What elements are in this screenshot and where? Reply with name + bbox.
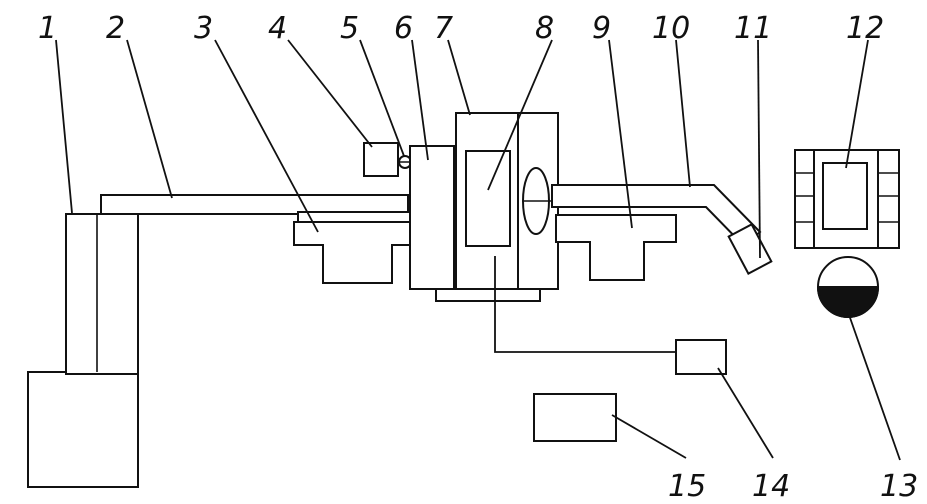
label-2: 2	[106, 11, 125, 46]
part-labels: 1 2 3 4 5 6 7 8 9 10 11 12 13 14 15	[38, 11, 918, 504]
leader-10	[675, 39, 691, 188]
label-12: 12	[846, 11, 884, 46]
part-9-right-carriage	[555, 214, 677, 281]
label-4: 4	[268, 11, 287, 46]
part-10-11-tube	[551, 184, 773, 275]
controller-box	[675, 339, 727, 375]
leader-3	[214, 39, 319, 233]
part-4-motor	[363, 142, 399, 177]
monitor-screen	[822, 162, 868, 230]
label-15: 15	[668, 469, 706, 504]
leader-5	[359, 39, 405, 157]
leader-13	[847, 311, 901, 461]
part-14-controller	[494, 256, 727, 375]
leader-1	[55, 39, 73, 214]
part-13-sphere	[816, 256, 880, 318]
part-15-power-unit	[533, 393, 617, 442]
arm-slide	[297, 211, 411, 223]
housing-bottom-plate	[435, 288, 541, 302]
stand-column	[65, 213, 139, 375]
part-2-arm	[100, 194, 411, 223]
leader-6	[411, 39, 429, 161]
label-8: 8	[535, 11, 554, 46]
label-3: 3	[194, 11, 213, 46]
label-11: 11	[734, 11, 772, 46]
leader-9	[608, 39, 633, 229]
housing-left-wall	[409, 145, 455, 290]
leader-7	[447, 39, 471, 116]
right-carriage-body	[555, 214, 677, 281]
controller-cable	[494, 256, 678, 353]
left-carriage-body	[293, 221, 411, 284]
label-10: 10	[652, 11, 690, 46]
leader-lines	[55, 39, 901, 461]
part-11-detector	[727, 223, 773, 275]
label-1: 1	[38, 11, 57, 46]
leader-11	[757, 39, 761, 259]
label-14: 14	[752, 469, 790, 504]
part-3-left-carriage	[293, 221, 411, 284]
part-1-stand	[27, 213, 139, 488]
leader-8	[487, 39, 553, 191]
label-13: 13	[880, 469, 918, 504]
part-8-window	[465, 150, 511, 247]
leader-15	[611, 414, 687, 459]
arm-beam	[100, 194, 409, 215]
label-5: 5	[340, 11, 359, 46]
label-6: 6	[394, 11, 413, 46]
stand-base-box	[27, 371, 139, 488]
leader-4	[287, 39, 373, 148]
leader-14	[717, 367, 774, 459]
label-9: 9	[592, 11, 611, 46]
leader-12	[845, 39, 869, 169]
leader-2	[126, 39, 173, 199]
label-7: 7	[434, 11, 453, 46]
